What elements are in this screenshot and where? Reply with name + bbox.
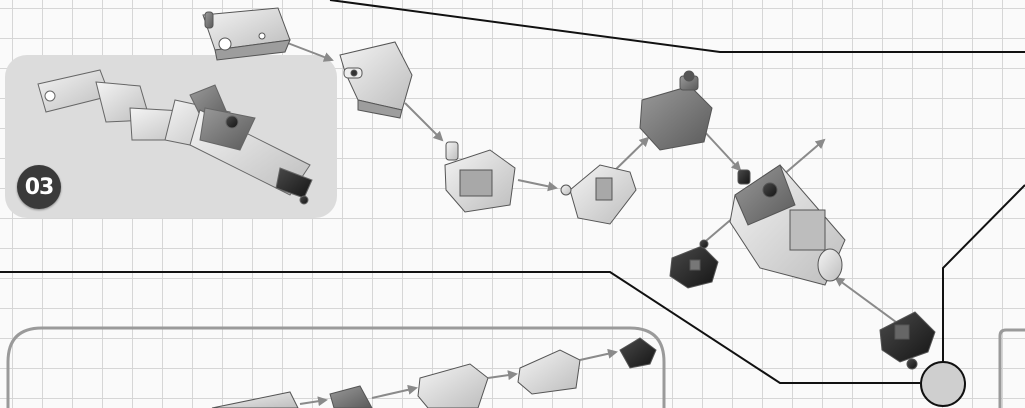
arrow-bracket-to-clip bbox=[518, 180, 556, 188]
preview-clip-part bbox=[518, 350, 580, 394]
guide-line-right bbox=[943, 185, 1025, 368]
part-angle-block bbox=[340, 42, 412, 118]
arrow-angle-to-bracket bbox=[405, 103, 442, 140]
part-cube-block bbox=[640, 71, 712, 150]
arrow-cube-to-arm bbox=[703, 130, 740, 170]
step-number-badge: 03 bbox=[17, 165, 61, 209]
part-arm-assembly bbox=[730, 165, 845, 285]
guide-line-top bbox=[330, 0, 1025, 52]
step-circle-marker bbox=[921, 362, 965, 406]
arrow-bottom-connector-to-arm bbox=[836, 278, 900, 325]
part-u-bracket bbox=[445, 142, 515, 212]
part-hinge-clip bbox=[561, 165, 636, 224]
preview-dark-part bbox=[620, 338, 656, 368]
preview-bracket-part bbox=[418, 364, 488, 408]
part-connector-block bbox=[203, 8, 290, 60]
preview-arm-part bbox=[212, 392, 298, 408]
right-panel-corner bbox=[1000, 330, 1025, 408]
preview-cube-part bbox=[330, 386, 372, 408]
bottom-panel-parts bbox=[212, 338, 656, 408]
part-left-connector bbox=[670, 240, 718, 288]
part-bottom-connector bbox=[880, 312, 935, 369]
